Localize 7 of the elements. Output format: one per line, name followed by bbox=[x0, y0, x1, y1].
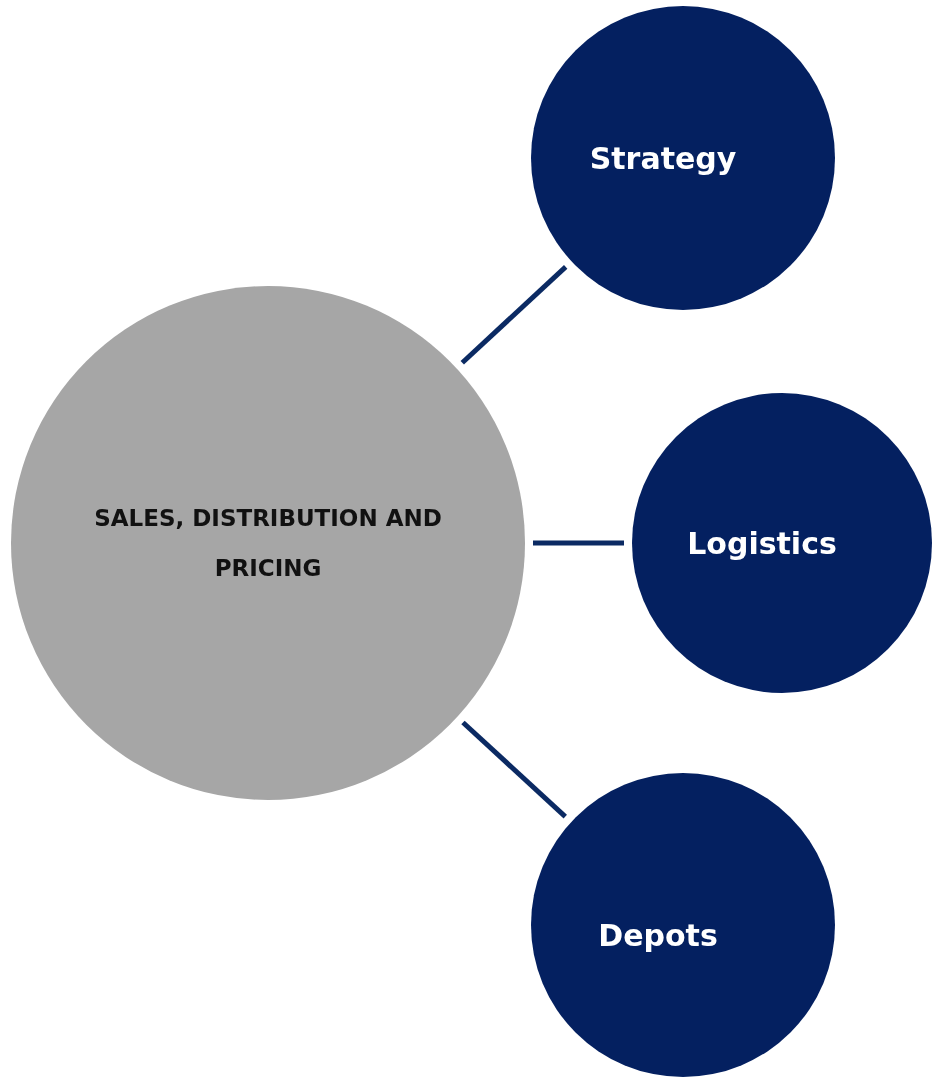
topic-label: Logistics bbox=[687, 525, 837, 561]
connector-line bbox=[461, 720, 567, 819]
topic-label: SALES, DISTRIBUTION AND PRICING bbox=[93, 504, 443, 583]
connector-line bbox=[533, 540, 624, 546]
connector-line bbox=[460, 265, 568, 365]
topic-label: Depots bbox=[598, 917, 718, 953]
topic-label: Strategy bbox=[589, 140, 737, 176]
